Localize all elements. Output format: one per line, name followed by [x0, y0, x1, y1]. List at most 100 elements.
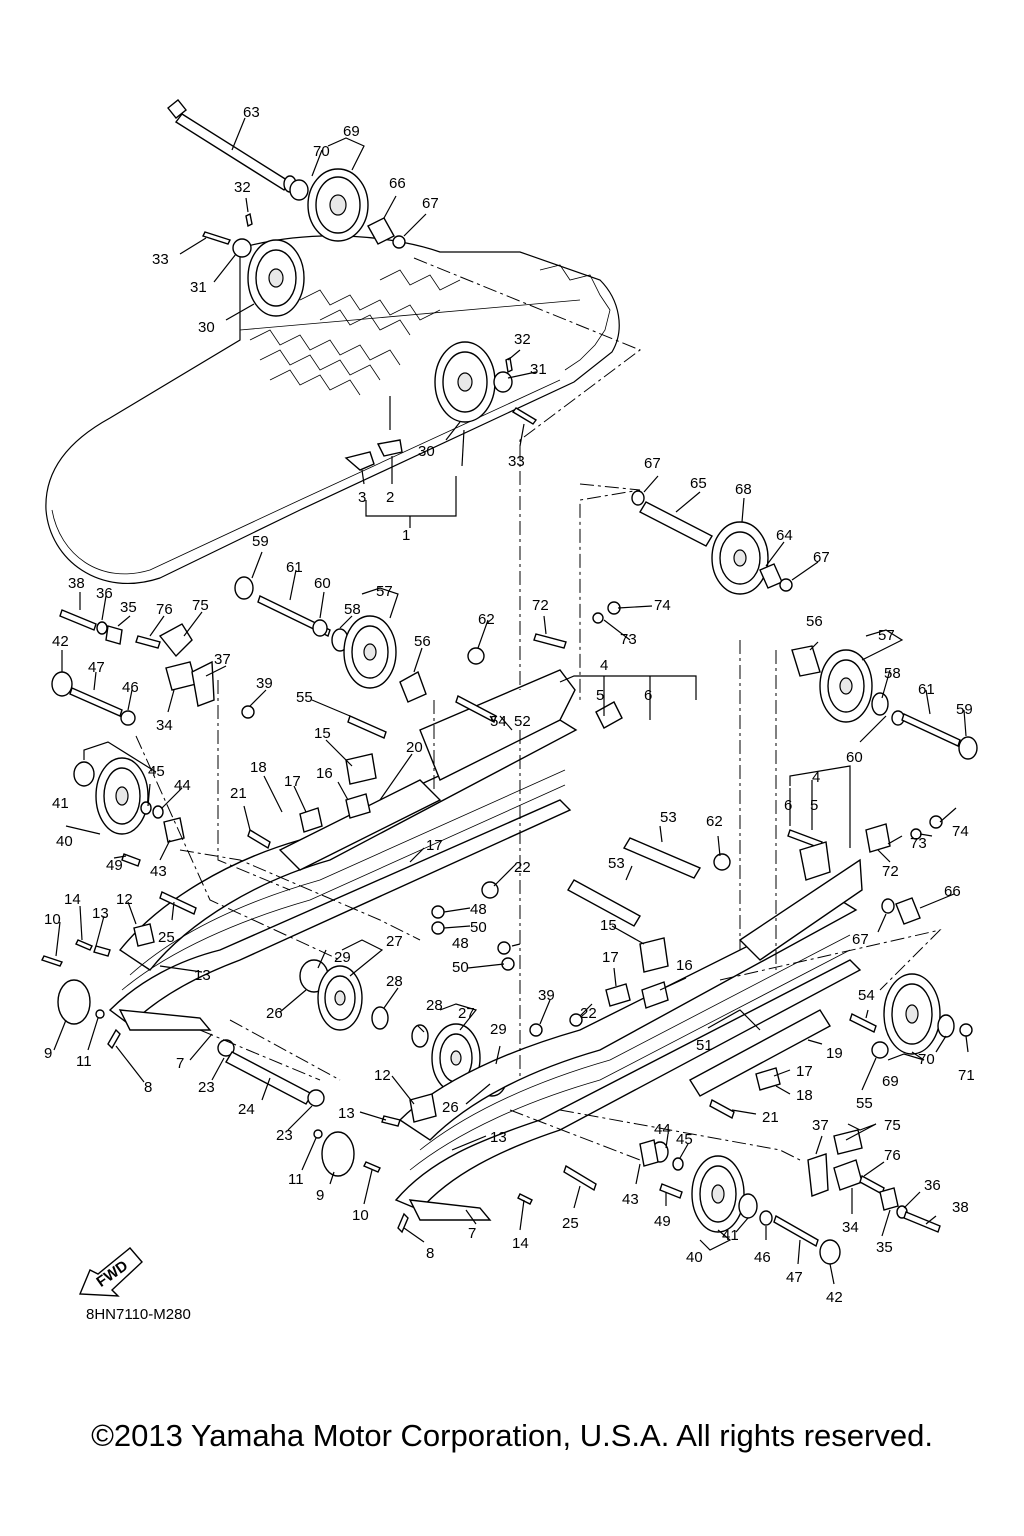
callout-46: 46	[122, 679, 139, 696]
callout-60: 60	[846, 749, 863, 766]
callout-30: 30	[418, 443, 435, 460]
callout-51: 51	[696, 1037, 713, 1054]
callout-11: 11	[76, 1053, 92, 1070]
idler-57-left	[234, 576, 427, 703]
slide-rail-right	[394, 858, 863, 1221]
callout-74: 74	[952, 823, 969, 840]
copyright-notice: ©2013 Yamaha Motor Corporation, U.S.A. A…	[91, 1418, 933, 1453]
callout-45: 45	[148, 763, 165, 780]
callout-12: 12	[116, 891, 133, 908]
callout-76: 76	[156, 601, 173, 618]
callout-41: 41	[52, 795, 69, 812]
callout-34: 34	[842, 1219, 859, 1236]
callout-26: 26	[266, 1005, 283, 1022]
callout-53: 53	[660, 809, 677, 826]
callout-73: 73	[620, 631, 637, 648]
callout-21: 21	[230, 785, 247, 802]
fwd-arrow-icon: FWD	[78, 1247, 143, 1297]
rail-parts-left	[41, 601, 623, 1050]
callout-28: 28	[386, 973, 403, 990]
callout-70: 70	[313, 143, 330, 160]
callout-18: 18	[250, 759, 267, 776]
callout-62: 62	[706, 813, 723, 830]
callout-55: 55	[856, 1095, 873, 1112]
callout-5: 5	[596, 687, 604, 704]
callout-17: 17	[796, 1063, 813, 1080]
callout-58: 58	[884, 665, 901, 682]
wheel-69-right	[883, 973, 973, 1055]
wheel-40-right	[639, 1139, 841, 1265]
callout-10: 10	[44, 911, 61, 928]
callout-54: 54	[858, 987, 875, 1004]
callout-42: 42	[52, 633, 69, 650]
callout-16: 16	[676, 957, 693, 974]
callout-41: 41	[722, 1227, 739, 1244]
callout-17: 17	[602, 949, 619, 966]
callout-25: 25	[562, 1215, 579, 1232]
callout-57: 57	[878, 627, 895, 644]
callout-13: 13	[338, 1105, 355, 1122]
leader-lines	[53, 117, 969, 1285]
callout-3: 3	[358, 489, 366, 506]
callout-55: 55	[296, 689, 313, 706]
callout-59: 59	[956, 701, 973, 718]
callout-32: 32	[234, 179, 251, 196]
callout-39: 39	[256, 675, 273, 692]
callout-48: 48	[452, 935, 469, 952]
callout-61: 61	[918, 681, 935, 698]
callout-7: 7	[468, 1225, 476, 1242]
callout-36: 36	[924, 1177, 941, 1194]
callout-30: 30	[198, 319, 215, 336]
callout-18: 18	[796, 1087, 813, 1104]
callout-66: 66	[389, 175, 406, 192]
callout-67: 67	[422, 195, 439, 212]
callout-66: 66	[944, 883, 961, 900]
callout-17: 17	[284, 773, 301, 790]
callout-67: 67	[813, 549, 830, 566]
callout-43: 43	[150, 863, 167, 880]
wheel-27-a	[299, 959, 389, 1031]
callout-35: 35	[876, 1239, 893, 1256]
left-bolts	[51, 609, 255, 726]
callout-69: 69	[343, 123, 360, 140]
callout-49: 49	[654, 1213, 671, 1230]
callout-29: 29	[490, 1021, 507, 1038]
callout-71: 71	[958, 1067, 975, 1084]
callout-60: 60	[314, 575, 331, 592]
callout-50: 50	[452, 959, 469, 976]
callout-72: 72	[532, 597, 549, 614]
diagram-code: 8HN7110-M280	[86, 1306, 191, 1323]
callout-74: 74	[654, 597, 671, 614]
callout-25: 25	[158, 929, 175, 946]
callout-52: 52	[514, 713, 531, 730]
callout-28: 28	[426, 997, 443, 1014]
callout-27: 27	[458, 1005, 475, 1022]
idler-57-right	[787, 645, 978, 925]
callout-8: 8	[144, 1079, 152, 1096]
callout-12: 12	[374, 1067, 391, 1084]
callout-36: 36	[96, 585, 113, 602]
callout-20: 20	[406, 739, 423, 756]
callout-44: 44	[174, 777, 191, 794]
callout-47: 47	[786, 1269, 803, 1286]
callout-63: 63	[243, 104, 260, 121]
idler-wheel-69	[289, 168, 369, 242]
callout-62: 62	[478, 611, 495, 628]
clip-2-3	[344, 439, 403, 471]
callout-23: 23	[198, 1079, 215, 1096]
callout-65: 65	[690, 475, 707, 492]
callout-64: 64	[776, 527, 793, 544]
callout-37: 37	[214, 651, 231, 668]
slide-rail-left	[108, 669, 578, 1031]
callout-6: 6	[784, 797, 792, 814]
callout-75: 75	[884, 1117, 901, 1134]
callout-34: 34	[156, 717, 173, 734]
callout-10: 10	[352, 1207, 369, 1224]
axle-65-wheel-68	[631, 490, 793, 595]
callout-4: 4	[812, 769, 820, 786]
callout-44: 44	[654, 1121, 671, 1138]
callout-33: 33	[508, 453, 525, 470]
callout-11: 11	[288, 1171, 304, 1188]
callout-1: 1	[402, 527, 410, 544]
